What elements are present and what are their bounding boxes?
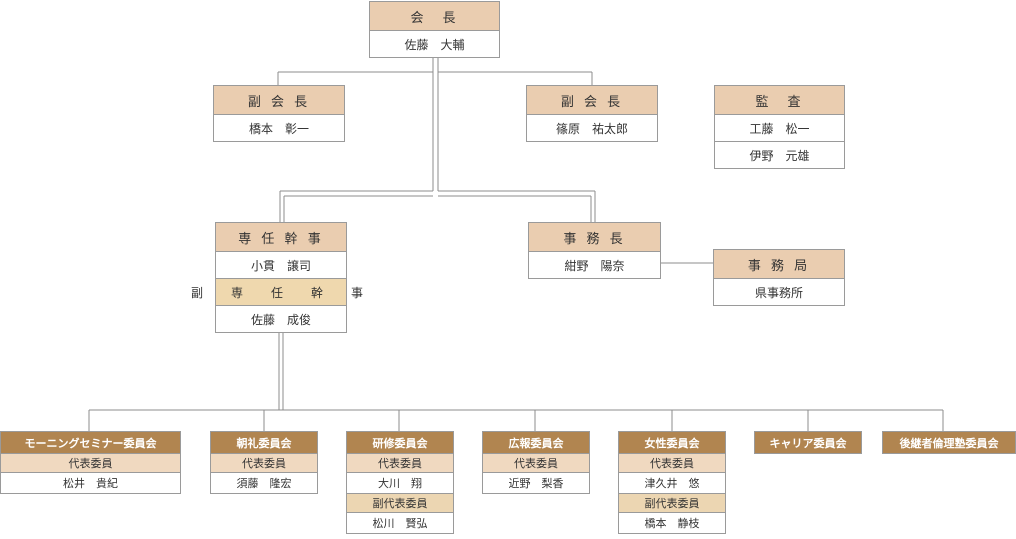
vice-chair-box-1: 副 会 長 橋本 彰一 bbox=[213, 85, 345, 142]
committee-name: キャリア委員会 bbox=[755, 432, 861, 453]
committee-name: 研修委員会 bbox=[347, 432, 453, 453]
committee-box-pr: 広報委員会 代表委員 近野 梨香 bbox=[482, 431, 590, 494]
auditor-title: 監 査 bbox=[715, 86, 844, 114]
committee-rep-label: 代表委員 bbox=[483, 453, 589, 472]
committee-rep-name: 津久井 悠 bbox=[619, 472, 725, 493]
auditor-name-1: 工藤 松一 bbox=[715, 114, 844, 141]
exec-secretary-name: 小貫 譲司 bbox=[216, 251, 346, 278]
auditor-box: 監 査 工藤 松一 伊野 元雄 bbox=[714, 85, 845, 169]
deputy-exec-secretary-name: 佐藤 成俊 bbox=[216, 305, 346, 332]
committee-vice-label: 副代表委員 bbox=[347, 493, 453, 512]
chairman-box: 会 長 佐藤 大輔 bbox=[369, 1, 500, 58]
committee-vice-label: 副代表委員 bbox=[619, 493, 725, 512]
secretary-general-title: 事 務 長 bbox=[529, 223, 660, 251]
secretary-general-box: 事 務 長 紺野 陽奈 bbox=[528, 222, 661, 279]
committee-rep-name: 松井 貴紀 bbox=[1, 472, 180, 493]
secretary-general-name: 紺野 陽奈 bbox=[529, 251, 660, 278]
exec-secretary-title: 専 任 幹 事 bbox=[216, 223, 346, 251]
chairman-name: 佐藤 大輔 bbox=[370, 30, 499, 57]
committee-rep-name: 須藤 隆宏 bbox=[211, 472, 317, 493]
office-name: 県事務所 bbox=[714, 278, 844, 305]
committee-box-training: 研修委員会 代表委員 大川 翔 副代表委員 松川 賢弘 bbox=[346, 431, 454, 534]
chairman-title: 会 長 bbox=[370, 2, 499, 30]
committee-box-career: キャリア委員会 bbox=[754, 431, 862, 454]
committee-rep-label: 代表委員 bbox=[1, 453, 180, 472]
vice-chair-title: 副 会 長 bbox=[214, 86, 344, 114]
committee-name: 朝礼委員会 bbox=[211, 432, 317, 453]
committee-name: 女性委員会 bbox=[619, 432, 725, 453]
committee-name: モーニングセミナー委員会 bbox=[1, 432, 180, 453]
vice-chair-box-2: 副 会 長 篠原 祐太郎 bbox=[526, 85, 658, 142]
vice-chair-title: 副 会 長 bbox=[527, 86, 657, 114]
committee-name: 広報委員会 bbox=[483, 432, 589, 453]
committee-box-morning-assembly: 朝礼委員会 代表委員 須藤 隆宏 bbox=[210, 431, 318, 494]
committee-box-successor: 後継者倫理塾委員会 bbox=[882, 431, 1016, 454]
office-title: 事 務 局 bbox=[714, 250, 844, 278]
committee-box-women: 女性委員会 代表委員 津久井 悠 副代表委員 橋本 静枝 bbox=[618, 431, 726, 534]
exec-secretary-box: 専 任 幹 事 小貫 譲司 副 専 任 幹 事 佐藤 成俊 bbox=[191, 222, 363, 333]
vice-chair-name: 篠原 祐太郎 bbox=[527, 114, 657, 141]
committee-rep-label: 代表委員 bbox=[211, 453, 317, 472]
committee-vice-name: 橋本 静枝 bbox=[619, 512, 725, 533]
auditor-name-2: 伊野 元雄 bbox=[715, 141, 844, 168]
committee-box-morning-seminar: モーニングセミナー委員会 代表委員 松井 貴紀 bbox=[0, 431, 181, 494]
committee-rep-label: 代表委員 bbox=[619, 453, 725, 472]
office-box: 事 務 局 県事務所 bbox=[713, 249, 845, 306]
committee-rep-name: 大川 翔 bbox=[347, 472, 453, 493]
committee-name: 後継者倫理塾委員会 bbox=[883, 432, 1015, 453]
committee-rep-name: 近野 梨香 bbox=[483, 472, 589, 493]
deputy-exec-secretary-title: 副 専 任 幹 事 bbox=[191, 278, 363, 305]
committee-vice-name: 松川 賢弘 bbox=[347, 512, 453, 533]
vice-chair-name: 橋本 彰一 bbox=[214, 114, 344, 141]
committee-rep-label: 代表委員 bbox=[347, 453, 453, 472]
